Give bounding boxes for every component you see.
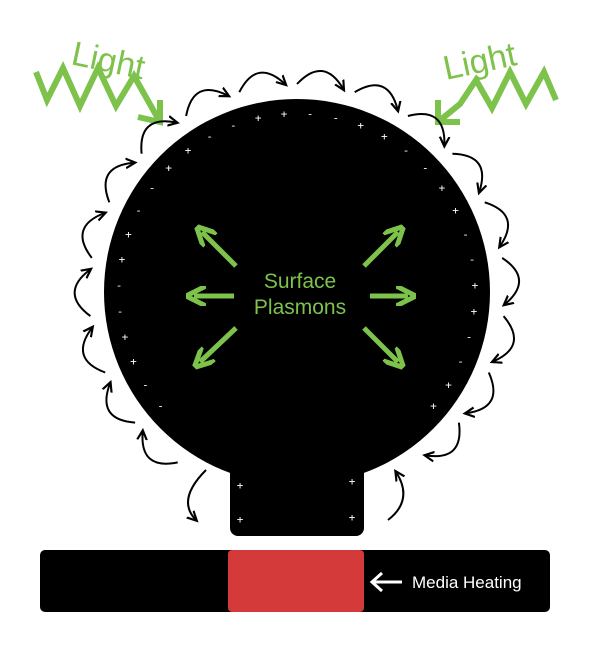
outward-arrow-icon xyxy=(200,326,238,362)
charge-symbol: + xyxy=(119,253,126,266)
outward-arrow-icon xyxy=(202,232,238,268)
charge-symbol: - xyxy=(206,130,213,143)
curved-arrow-icon xyxy=(106,383,136,424)
charge-symbol: - xyxy=(466,331,473,344)
curved-arrow-icon xyxy=(238,71,285,93)
heated-zone xyxy=(228,550,364,612)
charge-symbol: - xyxy=(142,378,149,391)
curved-arrow-icon xyxy=(82,328,106,374)
charge-symbol: + xyxy=(185,144,192,157)
charge-symbol: - xyxy=(135,204,142,217)
curved-arrow-icon xyxy=(185,90,228,117)
charge-symbol: - xyxy=(469,253,476,266)
wavy-arrow-icon xyxy=(435,65,559,125)
curved-arrow-icon xyxy=(426,422,461,457)
charge-symbol: + xyxy=(237,479,244,492)
left-arrow-icon xyxy=(369,571,402,593)
charge-symbol: + xyxy=(472,279,479,292)
charge-symbol: + xyxy=(445,378,452,391)
nanoparticle xyxy=(104,99,490,536)
surface-oscillation-arrows xyxy=(73,69,520,521)
charge-symbol: - xyxy=(457,355,464,368)
outward-arrow-icon xyxy=(362,232,398,268)
curved-arrow-icon xyxy=(466,372,495,414)
charge-symbol: - xyxy=(403,144,410,157)
curved-arrow-icon xyxy=(501,257,520,305)
charge-symbol: - xyxy=(332,111,339,124)
charge-symbol: + xyxy=(349,475,356,488)
plasmon-arrows xyxy=(194,232,408,362)
outward-arrow-icon xyxy=(362,326,398,362)
charge-symbol: + xyxy=(349,511,356,524)
charge-symbol: + xyxy=(165,162,172,175)
charge-symbol: + xyxy=(130,355,137,368)
charge-symbol: - xyxy=(307,108,314,121)
stem-charges: + + + + xyxy=(237,475,356,526)
surface-charges: --++--++--++--++--++--++--++--++ xyxy=(116,108,479,413)
charge-symbol: - xyxy=(157,399,164,412)
charge-symbol: - xyxy=(422,162,429,175)
substrate: Media Heating xyxy=(40,550,550,612)
curved-arrow-icon xyxy=(188,469,207,520)
curved-arrow-icon xyxy=(104,163,135,203)
heating-label: Media Heating xyxy=(412,573,522,592)
curved-arrow-icon xyxy=(484,201,508,246)
particle-sphere xyxy=(104,99,490,485)
charge-symbol: + xyxy=(281,108,288,121)
charge-symbol: + xyxy=(122,331,129,344)
curved-arrow-icon xyxy=(81,213,104,259)
charge-symbol: - xyxy=(230,119,237,132)
charge-symbol: + xyxy=(255,111,262,124)
curved-arrow-icon xyxy=(493,315,515,362)
charge-symbol: - xyxy=(149,182,156,195)
curved-arrow-icon xyxy=(452,152,482,192)
charge-symbol: + xyxy=(357,119,364,132)
curved-arrow-icon xyxy=(354,84,398,110)
charge-symbol: + xyxy=(381,130,388,143)
particle-stem xyxy=(230,440,364,536)
charge-symbol: - xyxy=(462,228,469,241)
charge-symbol: + xyxy=(125,228,132,241)
curved-arrow-icon xyxy=(140,121,176,154)
charge-symbol: + xyxy=(430,399,437,412)
charge-symbol: - xyxy=(116,279,123,292)
center-label-line-1: Surface xyxy=(264,270,336,293)
curved-arrow-icon xyxy=(142,432,178,465)
charge-symbol: + xyxy=(471,305,478,318)
curved-arrow-icon xyxy=(387,472,403,521)
charge-symbol: + xyxy=(452,204,459,217)
charge-symbol: - xyxy=(117,305,124,318)
center-label-line-2: Plasmons xyxy=(254,296,346,319)
curved-arrow-icon xyxy=(73,270,91,317)
curved-arrow-icon xyxy=(296,69,343,89)
curved-arrow-icon xyxy=(407,113,445,145)
charge-symbol: + xyxy=(439,182,446,195)
charge-symbol: + xyxy=(237,513,244,526)
